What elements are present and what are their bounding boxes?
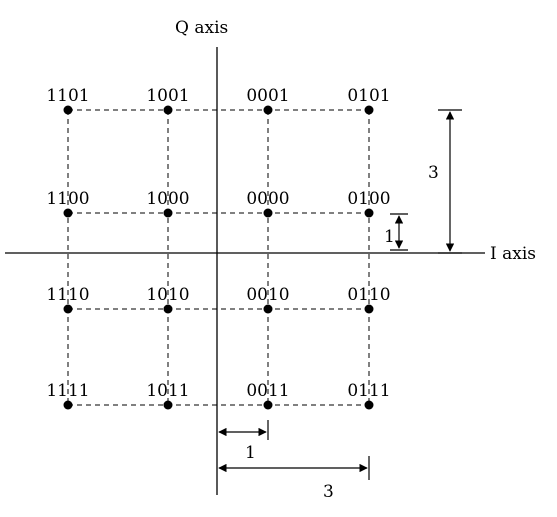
constellation-point-label: 0111 [347, 381, 390, 401]
dimension-q-three: 3 [428, 109, 462, 254]
dashed-grid [67, 109, 370, 406]
constellation-point-label: 0110 [347, 285, 390, 305]
constellation-point [163, 400, 173, 410]
dim-q-one-label: 1 [384, 227, 395, 247]
constellation-point-label: 1011 [146, 381, 189, 401]
dimension-i-one: 1 [218, 420, 269, 463]
constellation-point [63, 304, 73, 314]
dim-i-one-label: 1 [245, 443, 256, 463]
constellation-point-label: 0100 [347, 189, 390, 209]
constellation-point [364, 208, 374, 218]
constellation-point-label: 1001 [146, 86, 189, 106]
constellation-point-label: 1111 [46, 381, 89, 401]
constellation-point-label: 0001 [246, 86, 289, 106]
constellation-point [263, 400, 273, 410]
constellation-point [163, 304, 173, 314]
constellation-point [263, 208, 273, 218]
dim-i-three-label: 3 [323, 482, 334, 502]
constellation-point [364, 105, 374, 115]
constellation-point [263, 105, 273, 115]
constellation-point-label: 1110 [46, 285, 89, 305]
i-axis-label: I axis [490, 244, 536, 264]
constellation-point [163, 105, 173, 115]
constellation-point-label: 1010 [146, 285, 189, 305]
constellation-point-label: 1000 [146, 189, 189, 209]
constellation-point [63, 105, 73, 115]
constellation-point-label: 0010 [246, 285, 289, 305]
constellation-point [364, 304, 374, 314]
constellation-point [63, 400, 73, 410]
constellation-point-label: 0000 [246, 189, 289, 209]
constellation-point-label: 1100 [46, 189, 89, 209]
dimension-q-one: 1 [384, 213, 408, 251]
constellation-point-label: 0101 [347, 86, 390, 106]
constellation-point-label: 1101 [46, 86, 89, 106]
constellation-point [263, 304, 273, 314]
constellation-point-label: 0011 [246, 381, 289, 401]
constellation-point [364, 400, 374, 410]
constellation-point [163, 208, 173, 218]
constellation-points: 1101 1001 0001 0101 1100 1000 0000 0100 1110 1010… [46, 86, 391, 410]
dimension-i-three: 3 [218, 456, 370, 502]
constellation-point [63, 208, 73, 218]
q-axis-label: Q axis [175, 18, 228, 38]
dim-q-three-label: 3 [428, 163, 439, 183]
